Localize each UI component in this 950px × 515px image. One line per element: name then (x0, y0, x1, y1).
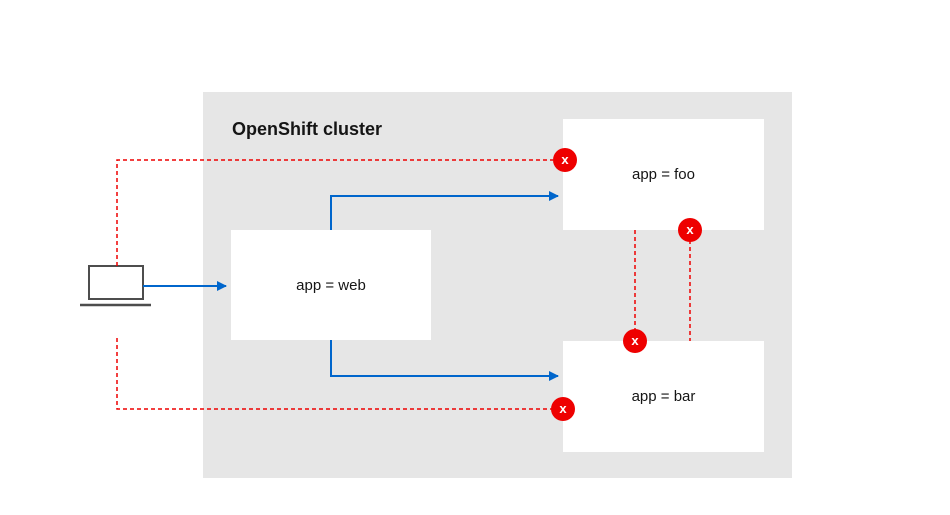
laptop-icon (80, 265, 151, 307)
denied-client-to-foo (116, 159, 553, 266)
node-label-bar: app = bar (631, 388, 696, 405)
block-icon-foo-to-bar: x (623, 329, 647, 353)
node-app-foo: app = foo (563, 119, 764, 230)
block-icon-bar-to-foo: x (678, 218, 702, 242)
denied-client-to-bar (116, 338, 553, 410)
arrow-web-to-foo (330, 191, 559, 230)
cluster-title: OpenShift cluster (232, 119, 383, 139)
arrow-web-to-bar (330, 340, 559, 381)
block-icon-client-foo: x (553, 148, 577, 172)
node-app-bar: app = bar (563, 341, 764, 452)
node-label-foo: app = foo (632, 166, 695, 183)
block-icon-client-bar: x (551, 397, 575, 421)
node-app-web: app = web (231, 230, 431, 340)
node-label-web: app = web (296, 276, 366, 294)
